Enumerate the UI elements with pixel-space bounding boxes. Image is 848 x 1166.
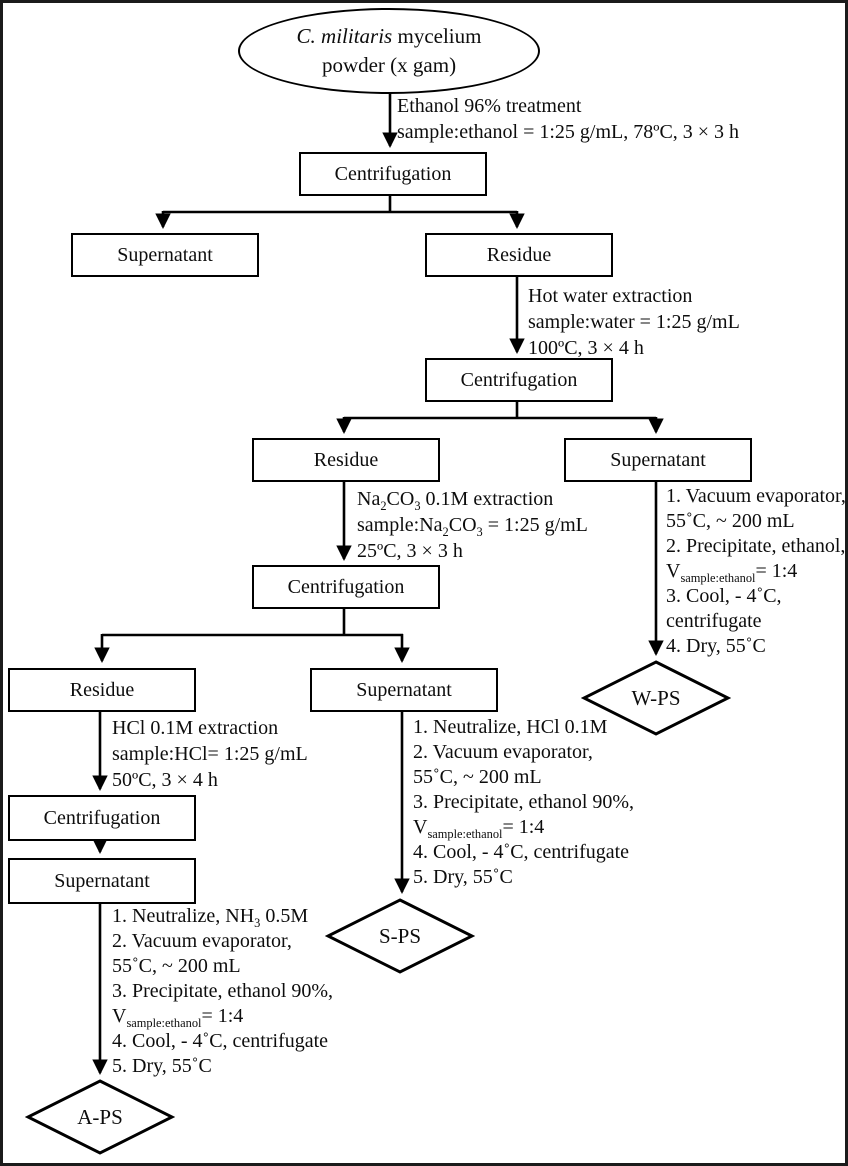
note-line: 2. Precipitate, ethanol, [666,535,846,557]
node-supernatant-1: Supernatant [71,233,259,277]
note-line: 2. Vacuum evaporator, [112,930,292,952]
label-w-ps-steps: 1. Vacuum evaporator, 55˚C, ~ 200 mL 2. … [666,484,846,659]
node-label: Centrifugation [334,162,452,185]
node-s-ps: S-PS [325,898,475,974]
label-hcl-extraction: HCl 0.1M extraction sample:HCl= 1:25 g/m… [112,715,308,793]
note-line: 4. Cool, - 4˚C, centrifugate [112,1030,329,1052]
node-residue-3: Residue [8,668,196,712]
node-label: Residue [486,243,552,266]
note-line: 3. Cool, - 4˚C, [666,585,782,607]
note-line: 4. Cool, - 4˚C, centrifugate [413,841,630,863]
node-label: A-PS [77,1104,123,1129]
node-centrifugation-3: Centrifugation [252,565,440,609]
node-label: Residue [313,448,379,471]
note-line: 2. Vacuum evaporator, [413,741,593,763]
note-line: centrifugate [666,610,762,632]
node-source-ellipse: C. militaris mycelium powder (x gam) [238,8,540,94]
node-label: Supernatant [117,243,213,266]
source-line: powder (x gam) [321,53,457,77]
note-line: Vsample:ethanol= 1:4 [666,560,798,585]
note-line: 1. Vacuum evaporator, [666,485,846,507]
diamond-shape [325,898,475,974]
node-a-ps: A-PS [25,1079,175,1155]
diamond-shape [581,660,731,736]
note-line: 5. Dry, 55˚C [413,866,513,888]
label-a-ps-steps: 1. Neutralize, NH3 0.5M 2. Vacuum evapor… [112,904,333,1079]
label-na2co3-extraction: Na2CO3 0.1M extraction sample:Na2CO3 = 1… [357,486,588,564]
label-s-ps-steps: 1. Neutralize, HCl 0.1M 2. Vacuum evapor… [413,715,634,890]
node-supernatant-3: Supernatant [310,668,498,712]
note-line: 55˚C, ~ 200 mL [112,955,241,977]
node-label: Supernatant [356,678,452,701]
node-w-ps: W-PS [581,660,731,736]
node-label: Centrifugation [43,806,161,829]
note-line: 3. Precipitate, ethanol 90%, [112,980,334,1002]
node-supernatant-2: Supernatant [564,438,752,482]
node-centrifugation-1: Centrifugation [299,152,487,196]
note-line: 50ºC, 3 × 4 h [112,769,218,791]
source-line: C. militaris mycelium [296,24,482,48]
note-line: 55˚C, ~ 200 mL [413,766,542,788]
note-line: 25ºC, 3 × 3 h [357,540,463,562]
note-line: sample:ethanol = 1:25 g/mL, 78ºC, 3 × 3 … [397,121,740,143]
note-line: sample:HCl= 1:25 g/mL [112,743,308,765]
node-label: W-PS [631,685,681,710]
node-label: Centrifugation [287,575,405,598]
node-label: Supernatant [54,869,150,892]
note-line: HCl 0.1M extraction [112,717,279,739]
note-line: sample:Na2CO3 = 1:25 g/mL [357,514,588,539]
node-label: Centrifugation [460,368,578,391]
node-supernatant-4: Supernatant [8,858,196,904]
node-label: Residue [69,678,135,701]
note-line: 1. Neutralize, HCl 0.1M [413,716,608,738]
node-centrifugation-4: Centrifugation [8,795,196,841]
label-hot-water-extraction: Hot water extraction sample:water = 1:25… [528,283,740,361]
note-line: 5. Dry, 55˚C [112,1055,212,1077]
note-line: 3. Precipitate, ethanol 90%, [413,791,635,813]
note-line: sample:water = 1:25 g/mL [528,311,740,333]
note-line: 100ºC, 3 × 4 h [528,337,644,359]
note-line: 1. Neutralize, NH3 0.5M [112,905,309,930]
note-line: Vsample:ethanol= 1:4 [112,1005,244,1030]
note-line: 55˚C, ~ 200 mL [666,510,795,532]
note-line: 4. Dry, 55˚C [666,635,766,657]
diamond-shape [25,1079,175,1155]
note-line: Na2CO3 0.1M extraction [357,488,554,513]
node-label: S-PS [378,923,422,948]
note-line: Hot water extraction [528,285,693,307]
node-label: Supernatant [610,448,706,471]
node-residue-1: Residue [425,233,613,277]
note-line: Ethanol 96% treatment [397,95,582,117]
node-centrifugation-2: Centrifugation [425,358,613,402]
label-ethanol-treatment: Ethanol 96% treatment sample:ethanol = 1… [397,93,739,145]
node-residue-2: Residue [252,438,440,482]
note-line: Vsample:ethanol= 1:4 [413,816,545,841]
